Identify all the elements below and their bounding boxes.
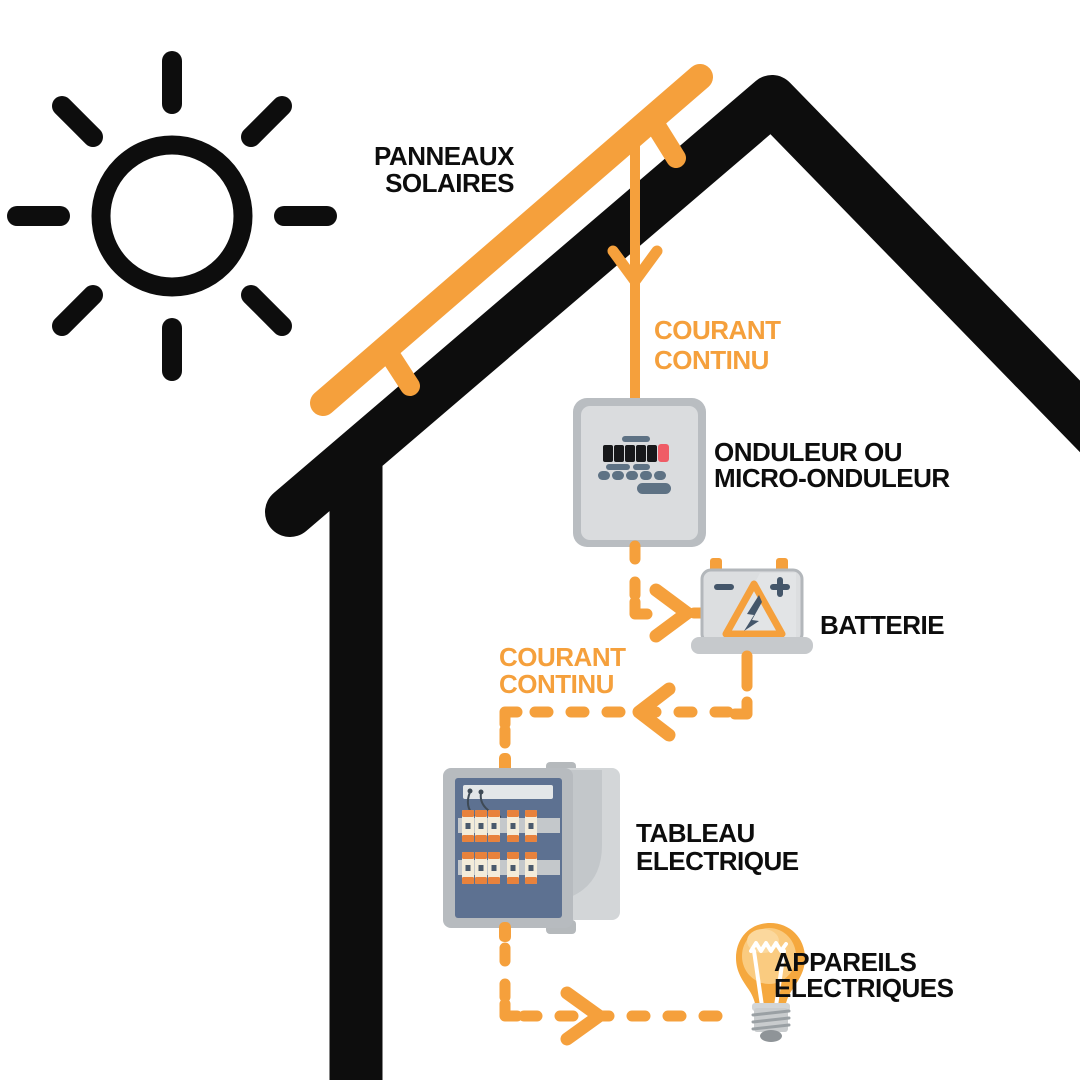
- label-dc-current-top-line2: CONTINU: [654, 345, 769, 375]
- minus-sign: [714, 584, 734, 590]
- electrical-panel-icon: [443, 762, 620, 942]
- arrow-right-icon: [560, 986, 606, 1046]
- label-electrical-panel-line1: TABLEAU: [636, 818, 755, 848]
- filament: [749, 941, 788, 953]
- warning-triangle-icon: [722, 580, 786, 638]
- arrow-panel-to-appliances: [499, 942, 728, 1046]
- label-electrical-panel-line2: ELECTRIQUE: [636, 846, 799, 876]
- label-appliances-line2: ELECTRIQUES: [774, 973, 954, 1003]
- label-dc-current-top-line1: COURANT: [654, 315, 781, 345]
- label-solar-panels-line1: PANNEAUX: [374, 141, 515, 171]
- light-bulb-icon: [736, 923, 805, 1042]
- label-solar-panels-line2: SOLAIRES: [385, 168, 514, 198]
- arrow-right-icon: [649, 583, 694, 643]
- lightning-bolt-icon: [744, 595, 762, 631]
- inverter-box-icon: [573, 398, 706, 547]
- label-battery: BATTERIE: [820, 610, 944, 640]
- labels: PANNEAUX SOLAIRES COURANT CONTINU ONDULE…: [374, 141, 954, 1003]
- arrow-battery-to-panel: [499, 650, 753, 773]
- label-inverter-line1: ONDULEUR OU: [714, 437, 902, 467]
- label-dc-current-mid-line1: COURANT: [499, 642, 626, 672]
- arrow-panel-to-inverter: [607, 135, 663, 403]
- sun-icon: [7, 51, 337, 381]
- arrow-left-icon: [632, 682, 676, 742]
- house-outline-icon: [265, 75, 1080, 1080]
- arrow-down-icon: [607, 245, 663, 287]
- label-inverter-line2: MICRO-ONDULEUR: [714, 463, 950, 493]
- battery-icon: [691, 558, 813, 654]
- solar-panel-icon: [310, 64, 713, 416]
- plus-sign: [770, 577, 790, 597]
- label-appliances-line1: APPAREILS: [774, 947, 917, 977]
- label-dc-current-mid-line2: CONTINU: [499, 669, 614, 699]
- roof: [265, 75, 1080, 537]
- panel-leg: [646, 116, 686, 168]
- inverter-red-indicator: [658, 444, 669, 462]
